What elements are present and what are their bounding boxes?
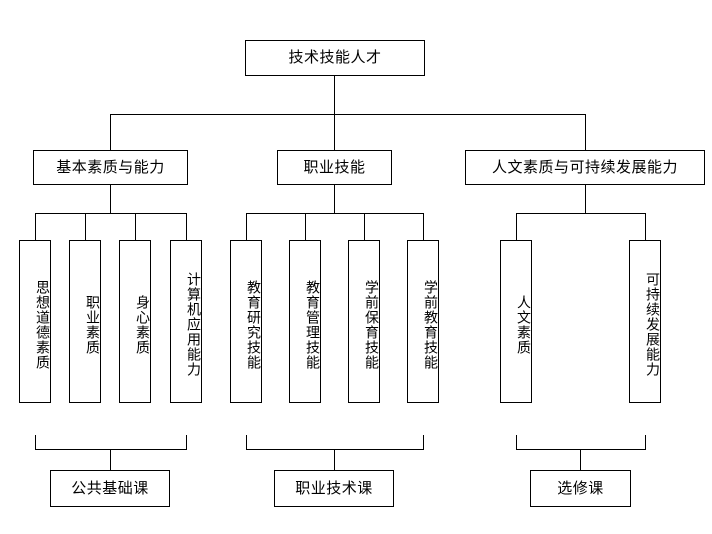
connector-group2-leaf1-drop [246,213,247,240]
connector-cat3-stem [585,185,586,213]
connector-level2-bus [110,114,585,115]
connector-group3-course-drop [580,450,581,470]
connector-group2-course-drop [334,450,335,470]
node-course-vocational[interactable]: 职业技术课 [274,470,394,507]
connector-group1-staple [35,435,187,450]
connector-group2-bus [246,213,423,214]
connector-cat2-stem [334,185,335,213]
node-category-humanities[interactable]: 人文素质与可持续发展能力 [465,150,705,185]
connector-group1-leaf3-drop [135,213,136,240]
node-leaf-preschool-care[interactable]: 学前保育技能 [348,240,380,403]
node-category-basic[interactable]: 基本素质与能力 [33,150,188,185]
connector-group2-leaf3-drop [364,213,365,240]
connector-group1-course-drop [110,450,111,470]
connector-group3-leaf1-drop [516,213,517,240]
connector-group3-leaf2-drop [645,213,646,240]
node-leaf-preschool-education[interactable]: 学前教育技能 [407,240,439,403]
connector-cat3-drop [585,114,586,150]
node-course-elective[interactable]: 选修课 [530,470,631,507]
node-leaf-education-management[interactable]: 教育管理技能 [289,240,321,403]
connector-group2-leaf4-drop [423,213,424,240]
node-root[interactable]: 技术技能人才 [245,40,425,76]
connector-group3-bus [516,213,646,214]
connector-group2-leaf2-drop [305,213,306,240]
connector-cat1-drop [110,114,111,150]
connector-group3-staple [516,435,646,450]
connector-group1-leaf1-drop [35,213,36,240]
node-course-basic[interactable]: 公共基础课 [50,470,170,507]
connector-group2-staple [246,435,424,450]
node-leaf-moral-quality[interactable]: 思想道德素质 [19,240,51,403]
node-category-vocational[interactable]: 职业技能 [277,150,392,185]
connector-group1-leaf4-drop [186,213,187,240]
connector-group1-leaf2-drop [85,213,86,240]
node-leaf-vocational-quality[interactable]: 职业素质 [69,240,101,403]
node-leaf-education-research[interactable]: 教育研究技能 [230,240,262,403]
node-leaf-humanistic-quality[interactable]: 人文素质 [500,240,532,403]
connector-cat1-stem [110,185,111,213]
connector-cat2-drop [334,114,335,150]
node-leaf-computer-ability[interactable]: 计算机应用能力 [170,240,202,403]
connector-root-drop [334,76,335,114]
node-leaf-physical-mental-quality[interactable]: 身心素质 [119,240,151,403]
node-leaf-sustainable-development[interactable]: 可持续发展能力 [629,240,661,403]
connector-group1-bus [35,213,186,214]
